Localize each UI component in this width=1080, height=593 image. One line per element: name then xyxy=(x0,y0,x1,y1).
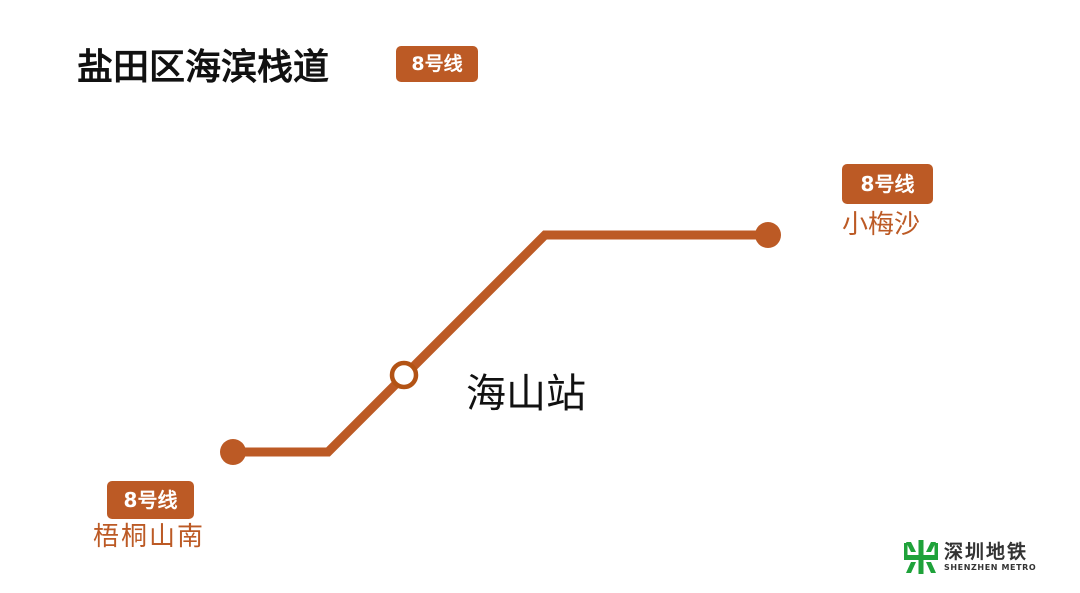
logo-name-en: SHENZHEN METRO xyxy=(944,563,1037,572)
logo-name-cn: 深圳地铁 xyxy=(944,541,1029,563)
logo-text: 深圳地铁 SHENZHEN METRO xyxy=(944,541,1036,573)
terminus-dot-end[interactable] xyxy=(755,222,781,248)
terminus-dot-start[interactable] xyxy=(220,439,246,465)
page-title: 盐田区海滨栈道 xyxy=(77,47,330,88)
line-8-badge-title: 8号线 xyxy=(396,46,478,82)
line-8-badge-end: 8号线 xyxy=(842,164,933,204)
station-marker-haishan[interactable] xyxy=(389,360,419,390)
station-label-xiaomeisha[interactable]: 小梅沙 xyxy=(842,210,921,240)
line-8-badge-start: 8号线 xyxy=(107,481,194,519)
station-label-haishan[interactable]: 海山站 xyxy=(466,371,586,417)
station-label-wutongshannan[interactable]: 梧桐山南 xyxy=(93,522,206,552)
shenzhen-metro-logo-icon xyxy=(904,540,938,574)
line-8-route-path xyxy=(233,230,768,457)
shenzhen-metro-logo: 深圳地铁 SHENZHEN METRO xyxy=(904,537,1036,577)
